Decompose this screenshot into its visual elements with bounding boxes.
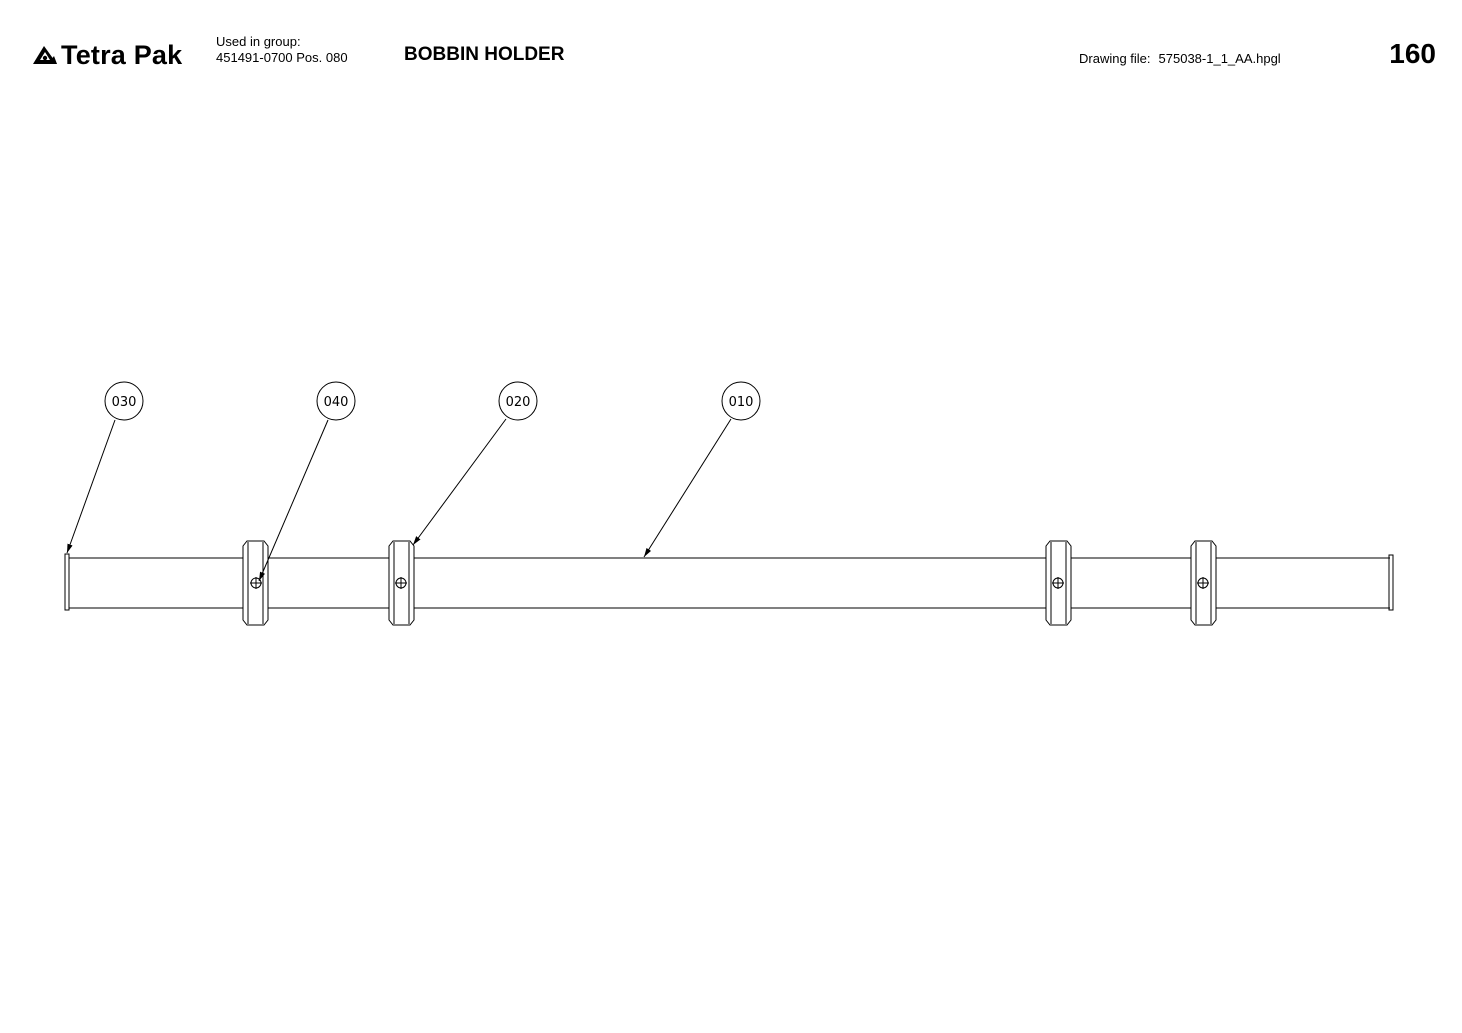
callout-040: [258, 381, 356, 582]
drawing-header: Tetra Pak Used in group: 451491-0700 Pos…: [0, 0, 1462, 100]
collar: [388, 540, 415, 626]
tetra-pak-logo-icon: [33, 46, 57, 64]
page-title: BOBBIN HOLDER: [404, 44, 565, 65]
end-cap-right: [1388, 554, 1394, 611]
drawing-file-value: 575038-1_1_AA.hpgl: [1158, 51, 1281, 66]
collar: [242, 540, 269, 626]
callout-label: 010: [729, 395, 754, 410]
brand-logo: Tetra Pak: [32, 38, 182, 72]
shaft: [69, 557, 1390, 609]
collar: [1190, 540, 1217, 626]
used-in-group-label: Used in group:: [216, 34, 301, 49]
collar: [1045, 540, 1072, 626]
used-in-group-value: 451491-0700 Pos. 080: [216, 50, 348, 65]
drawing-file: Drawing file: 575038-1_1_AA.hpgl: [1079, 51, 1281, 66]
drawing-file-label: Drawing file:: [1079, 51, 1151, 66]
callout-label: 040: [324, 395, 349, 410]
callout-label: 020: [506, 395, 531, 410]
callout-label: 030: [112, 395, 137, 410]
callout-030: [66, 381, 144, 554]
brand-name: Tetra Pak: [61, 39, 183, 70]
end-cap-left: [64, 553, 70, 611]
page-number: 160: [1389, 38, 1436, 69]
used-in-group: Used in group: 451491-0700 Pos. 080: [216, 34, 348, 66]
callout-020: [412, 381, 538, 546]
callout-010: [643, 381, 761, 558]
